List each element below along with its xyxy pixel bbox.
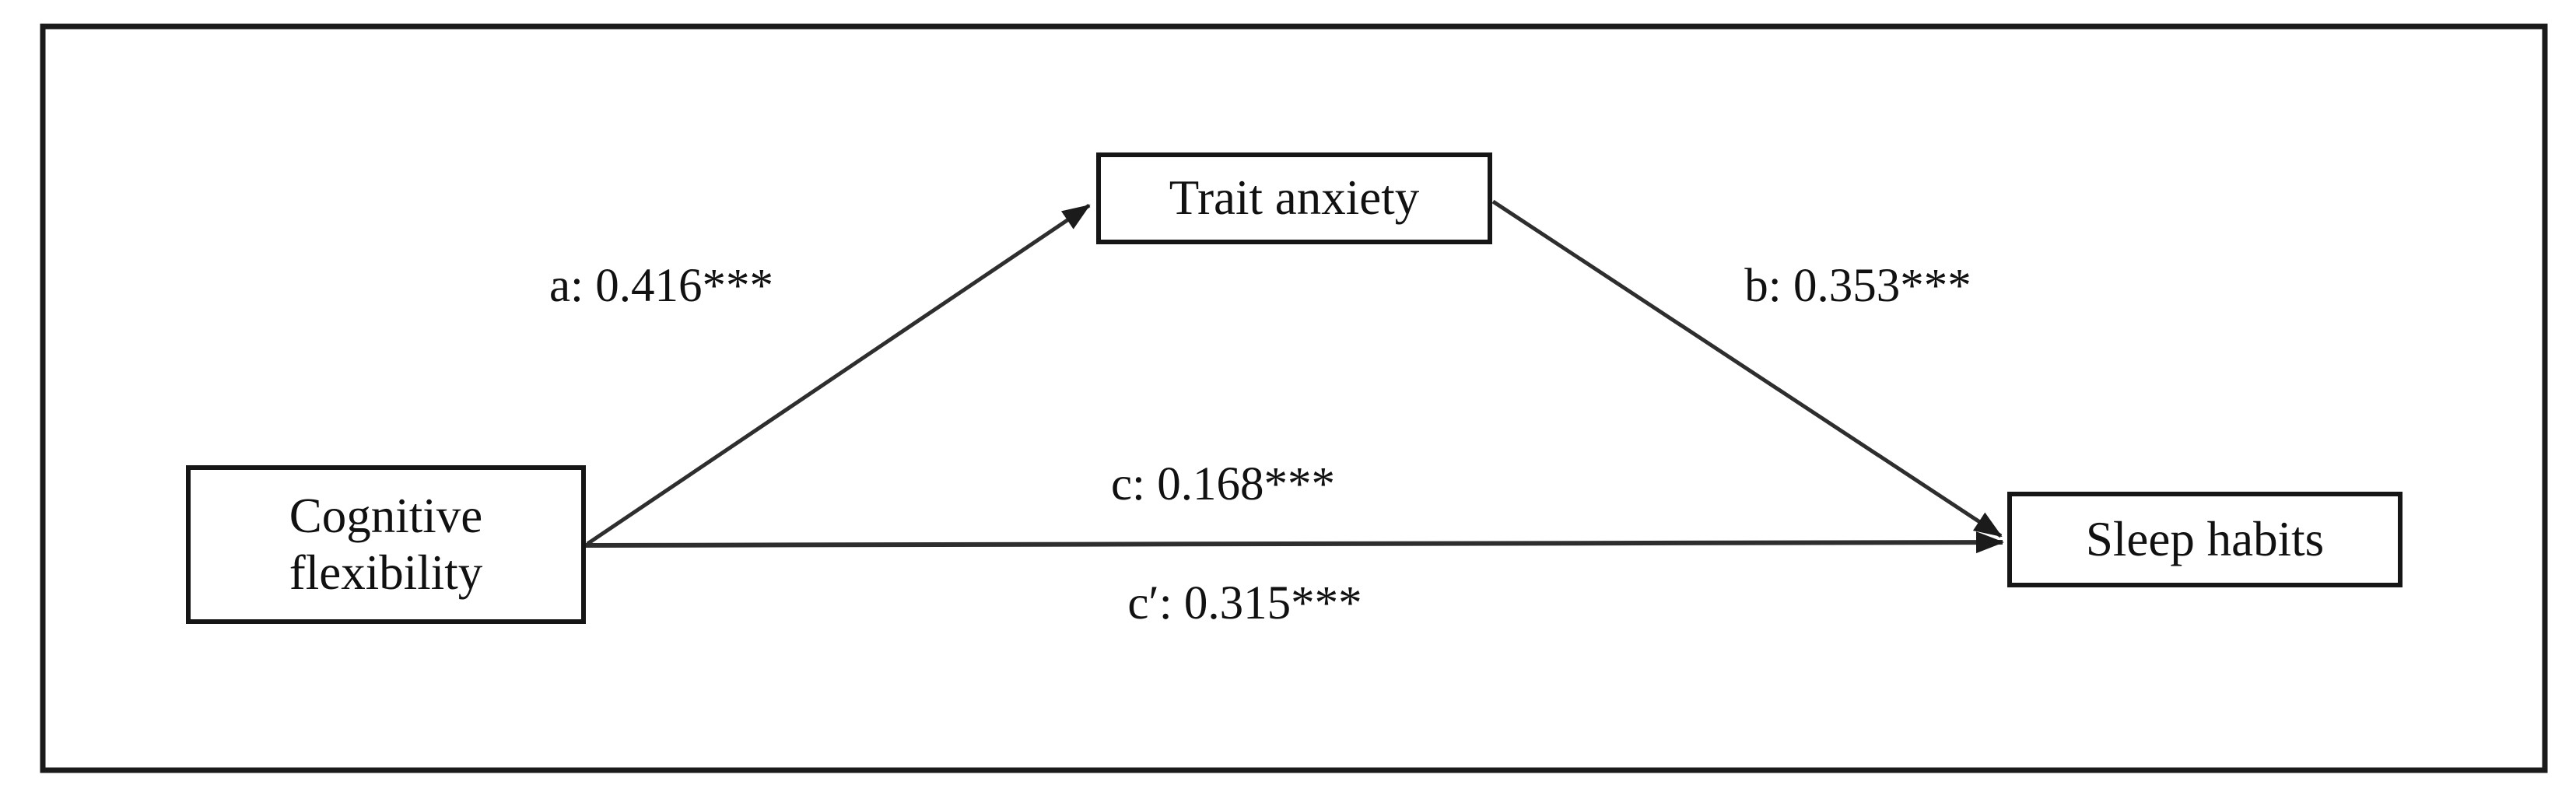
node-box-predictor — [186, 465, 586, 624]
node-outcome-label: Sleep habits — [2085, 511, 2325, 566]
path-b-coefficient-label: b: 0.353*** — [1744, 260, 1971, 312]
path-line-a — [586, 203, 1091, 546]
path-c-coefficient-label: c: 0.168*** — [1110, 458, 1336, 510]
node-predictor-label: Cognitive flexibility — [289, 488, 483, 600]
path-a-coefficient-label: a: 0.416*** — [548, 260, 774, 312]
node-box-outcome — [2007, 492, 2403, 587]
node-predictor: Cognitive flexibility — [188, 468, 584, 622]
figure-border — [40, 23, 2548, 773]
node-box-mediator — [1096, 152, 1492, 244]
node-outcome: Sleep habits — [2010, 494, 2400, 585]
path-line-c — [585, 531, 2004, 554]
path-line-b — [1491, 199, 2003, 538]
node-mediator-label: Trait anxiety — [1169, 170, 1420, 226]
path-c-prime-coefficient-label: c′: 0.315*** — [1127, 577, 1362, 629]
node-mediator: Trait anxiety — [1099, 155, 1490, 242]
